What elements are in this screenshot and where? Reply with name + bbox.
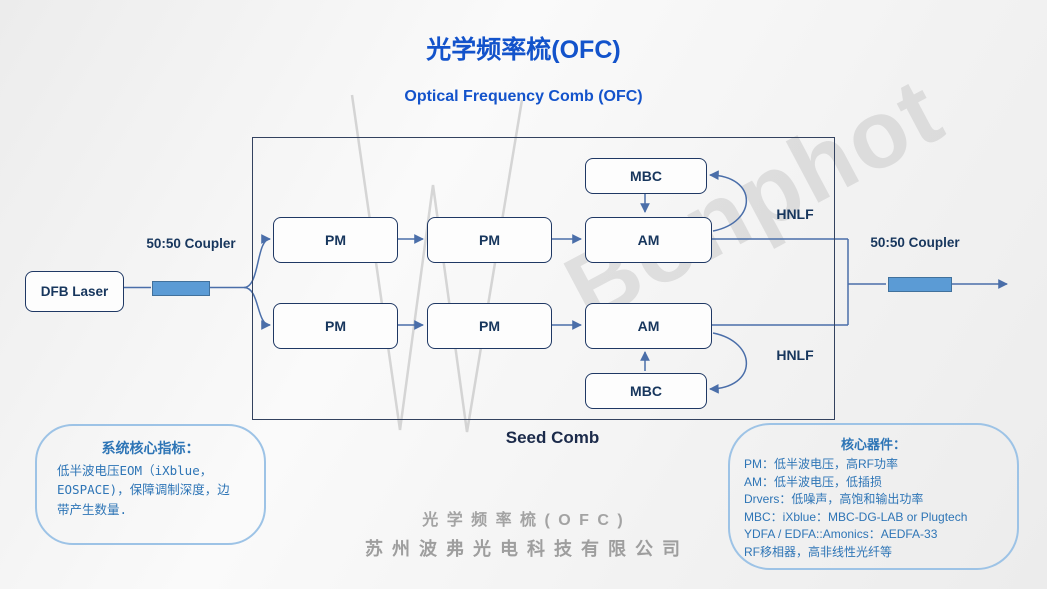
feedback-curve-bottom — [709, 332, 748, 394]
connectors — [122, 170, 1008, 394]
left-note-bubble: 系统核心指标： 低半波电压EOM（iXblue， EOSPACE)，保障调制深度… — [35, 424, 266, 545]
right-note-line: YDFA / EDFA::Amonics：AEDFA-33 — [744, 527, 938, 542]
hnlf-bottom-label: HNLF — [776, 347, 814, 363]
mbc-top-box: MBC — [585, 158, 707, 194]
right-note-line: MBC：iXblue：MBC-DG-LAB or Plugtech — [744, 509, 968, 524]
footer-company-name: 苏 州 波 弗 光 电 科 技 有 限 公 司 — [364, 539, 682, 559]
fiber-segment-right — [888, 277, 952, 292]
right-note-line: RF移相器，高非线性光纤等 — [744, 544, 892, 559]
seed-comb-boundary — [252, 137, 835, 420]
left-note-body: 低半波电压EOM（iXblue， EOSPACE)，保障调制深度，边 带产生数量… — [37, 458, 264, 519]
right-note-line: Drvers：低噪声，高饱和输出功率 — [744, 492, 924, 507]
right-coupler-label: 50:50 Coupler — [870, 235, 960, 250]
seed-comb-label: Seed Comb — [505, 428, 600, 447]
pm-top-2-box: PM — [427, 217, 552, 263]
pm-bottom-2-box: PM — [427, 303, 552, 349]
fiber-segment-left — [152, 281, 210, 296]
left-note-line: 低半波电压EOM（iXblue， — [57, 463, 213, 478]
am-top-box: AM — [585, 217, 712, 263]
left-note-line: EOSPACE)，保障调制深度，边 — [57, 482, 230, 498]
left-note-title: 系统核心指标： — [101, 440, 200, 456]
left-note-line: 带产生数量. — [57, 501, 128, 517]
right-note-bubble: 核心器件： PM：低半波电压，高RF功率 AM：低半波电压，低插损 Drvers… — [728, 423, 1019, 570]
pm-bottom-1-box: PM — [273, 303, 398, 349]
left-coupler-label: 50:50 Coupler — [146, 236, 236, 251]
page-subtitle: Optical Frequency Comb (OFC) — [404, 88, 643, 105]
right-note-body: PM：低半波电压，高RF功率 AM：低半波电压，低插损 Drvers：低噪声，高… — [730, 453, 1017, 561]
split-down — [243, 286, 271, 330]
feedback-curve-top — [709, 170, 748, 232]
hnlf-top-label: HNLF — [776, 206, 814, 222]
footer-product-name: 光 学 频 率 梳 ( O F C ) — [422, 512, 625, 529]
page-title: 光学频率梳(OFC) — [426, 36, 621, 64]
dfb-laser-box: DFB Laser — [25, 271, 124, 312]
right-note-title: 核心器件： — [840, 437, 906, 452]
right-note-line: PM：低半波电压，高RF功率 — [744, 457, 898, 471]
right-note-line: AM：低半波电压，低插损 — [744, 474, 883, 489]
pm-top-1-box: PM — [273, 217, 398, 263]
split-up — [243, 234, 271, 289]
mbc-bottom-box: MBC — [585, 373, 707, 409]
am-bottom-box: AM — [585, 303, 712, 349]
